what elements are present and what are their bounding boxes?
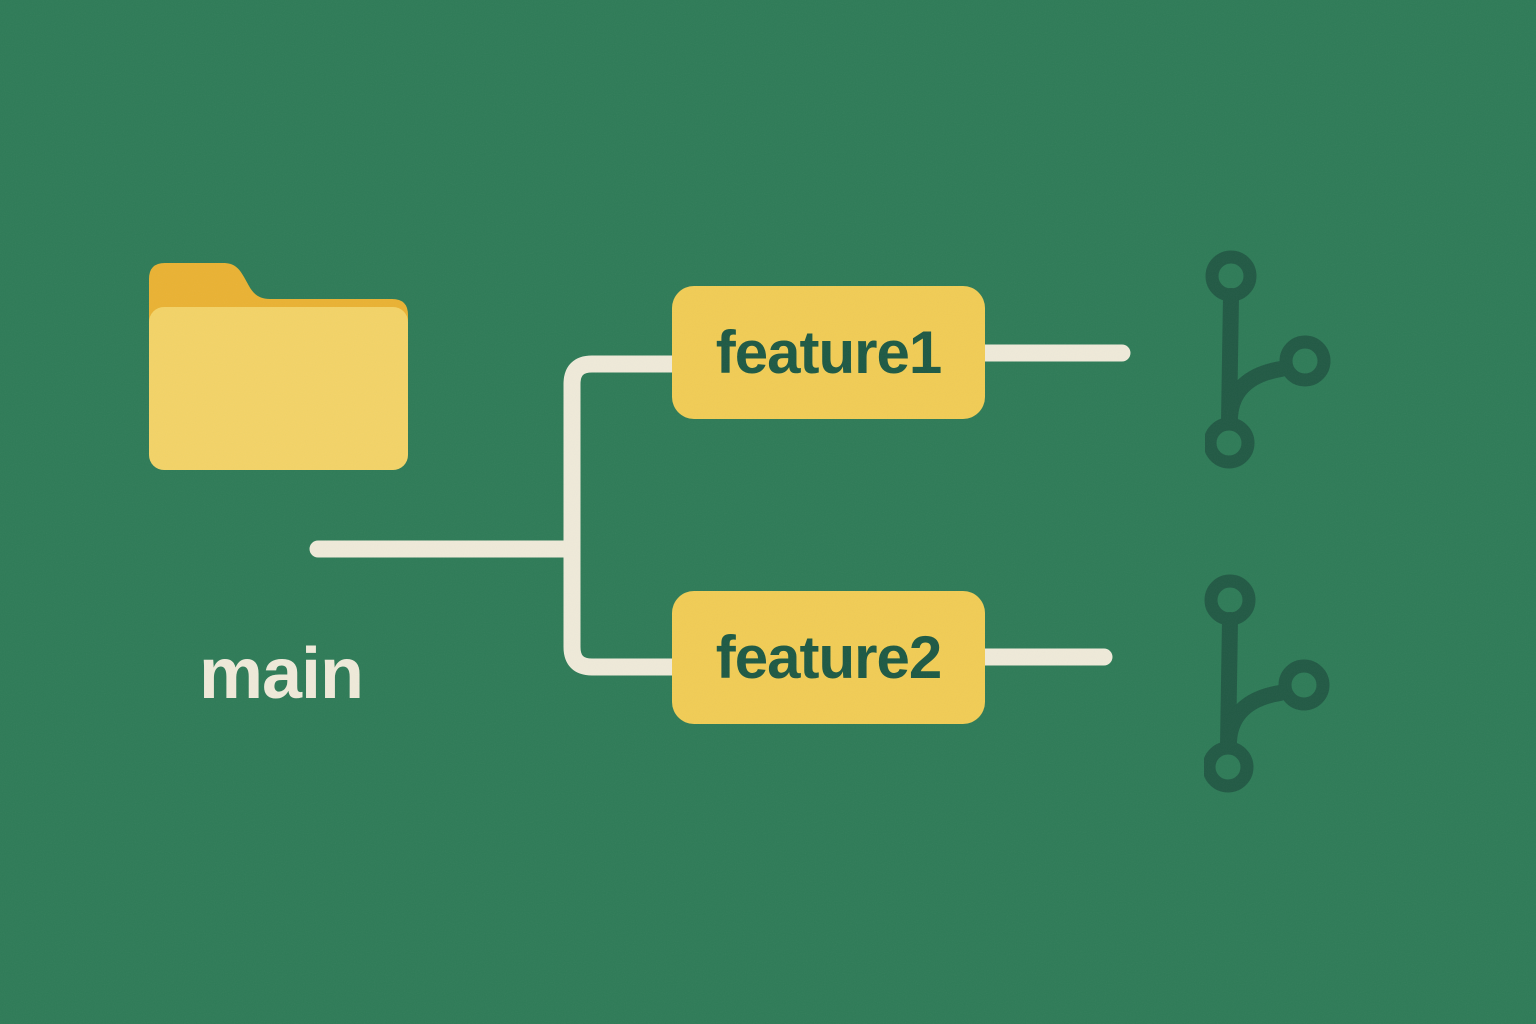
fork-line xyxy=(563,355,672,676)
feature1-label: feature1 xyxy=(715,319,942,386)
git-branch-icon xyxy=(1204,574,1330,793)
folder-icon xyxy=(149,263,408,470)
main-branch-label: main xyxy=(198,634,364,714)
feature2-label: feature2 xyxy=(715,624,942,691)
commit-dot-branch xyxy=(1279,335,1331,387)
branch-node-feature1: feature1 xyxy=(672,286,985,419)
commit-dot-branch xyxy=(1278,659,1330,711)
branch-node-feature2: feature2 xyxy=(672,591,985,724)
git-branch-icon xyxy=(1205,250,1331,469)
folder-front-panel xyxy=(149,307,408,470)
